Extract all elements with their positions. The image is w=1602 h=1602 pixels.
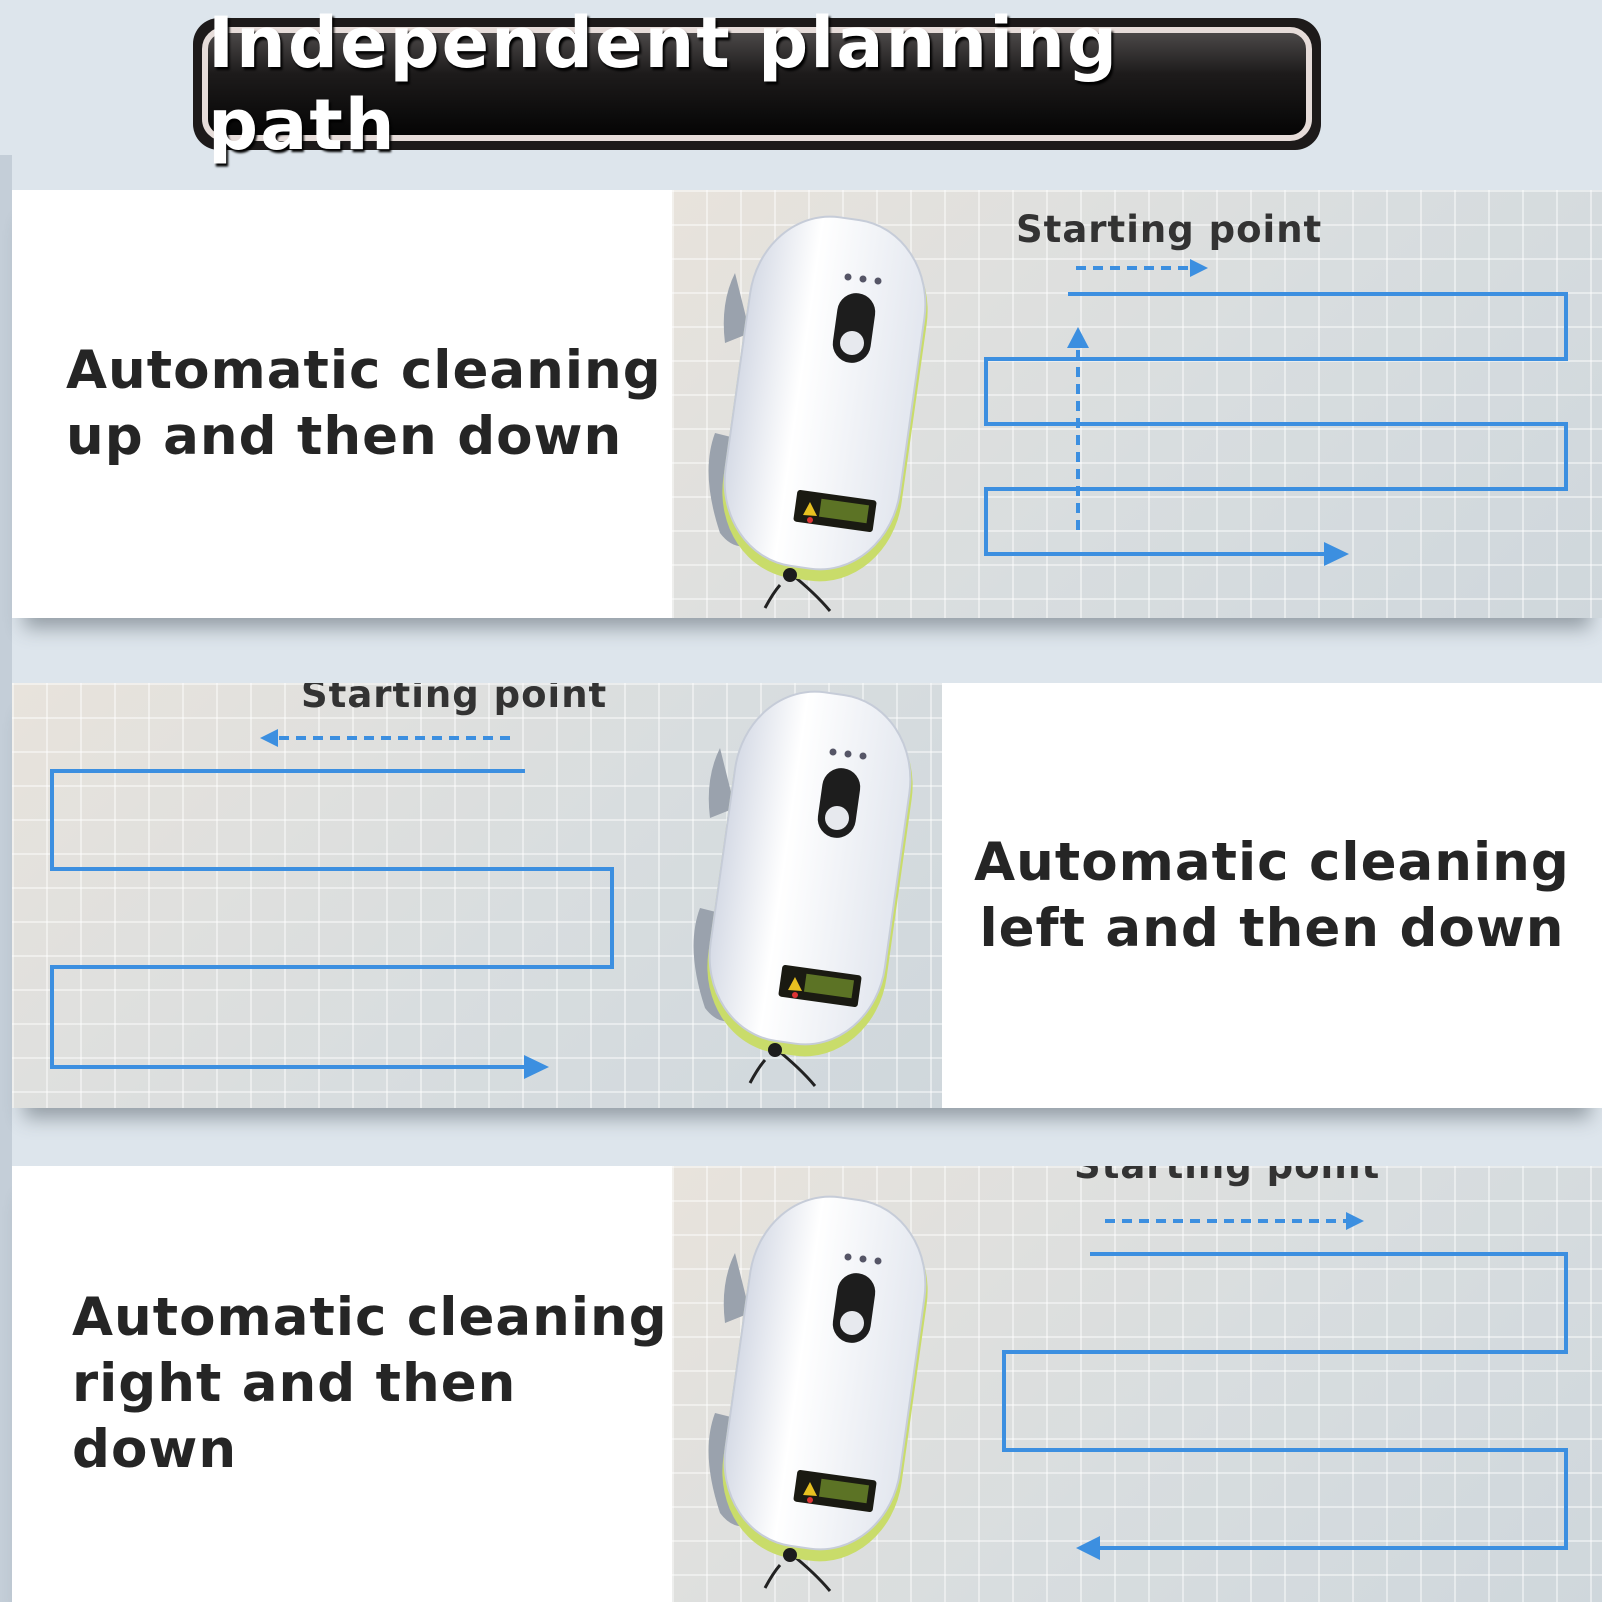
panel-caption: Automatic cleaning left and then down bbox=[974, 830, 1570, 962]
caption-line-1: Automatic cleaning bbox=[72, 1287, 668, 1348]
path-arrow-icon bbox=[1324, 542, 1349, 566]
panel-left-then-down: Automatic cleaning left and then down St… bbox=[12, 683, 1602, 1108]
dashed-arrowhead bbox=[1190, 259, 1208, 277]
caption-line-1: Automatic cleaning bbox=[66, 340, 662, 401]
up-arrowhead bbox=[1067, 327, 1089, 348]
panel-caption: Automatic cleaning right and then down bbox=[72, 1285, 672, 1483]
starting-point-label: Starting point bbox=[1016, 208, 1323, 251]
caption-area: Automatic cleaning up and then down bbox=[12, 190, 672, 618]
path-line bbox=[50, 769, 614, 1069]
caption-line-2: right and then down bbox=[72, 1353, 517, 1480]
dashed-arrowhead bbox=[260, 729, 278, 747]
path-line bbox=[984, 292, 1568, 556]
path-arrow-icon bbox=[524, 1055, 549, 1079]
path-line bbox=[1002, 1252, 1568, 1550]
panel-right-then-down: Automatic cleaning right and then down S… bbox=[12, 1166, 1602, 1602]
page-title: Independent planning path bbox=[208, 2, 1120, 166]
panel-up-then-down: Automatic cleaning up and then down Star… bbox=[12, 190, 1602, 618]
starting-point-label: Starting point bbox=[301, 683, 608, 716]
panel-caption: Automatic cleaning up and then down bbox=[66, 338, 662, 470]
cleaning-path-diagram bbox=[50, 729, 614, 1079]
caption-line-2: left and then down bbox=[979, 897, 1565, 959]
cleaning-path-diagram bbox=[1002, 1212, 1568, 1560]
cleaning-path-diagram bbox=[984, 259, 1568, 566]
caption-line-2: up and then down bbox=[66, 406, 623, 467]
left-edge-strip bbox=[0, 155, 12, 1602]
caption-area: Automatic cleaning left and then down bbox=[942, 683, 1602, 1108]
title-banner: Independent planning path bbox=[193, 2, 1321, 166]
caption-area: Automatic cleaning right and then down bbox=[12, 1166, 672, 1602]
dashed-arrowhead bbox=[1346, 1212, 1364, 1230]
path-arrow-icon bbox=[1076, 1536, 1100, 1560]
title-banner-frame: Independent planning path bbox=[202, 2, 1312, 166]
starting-point-label: Starting point bbox=[1074, 1166, 1380, 1187]
caption-line-1: Automatic cleaning bbox=[974, 831, 1570, 893]
